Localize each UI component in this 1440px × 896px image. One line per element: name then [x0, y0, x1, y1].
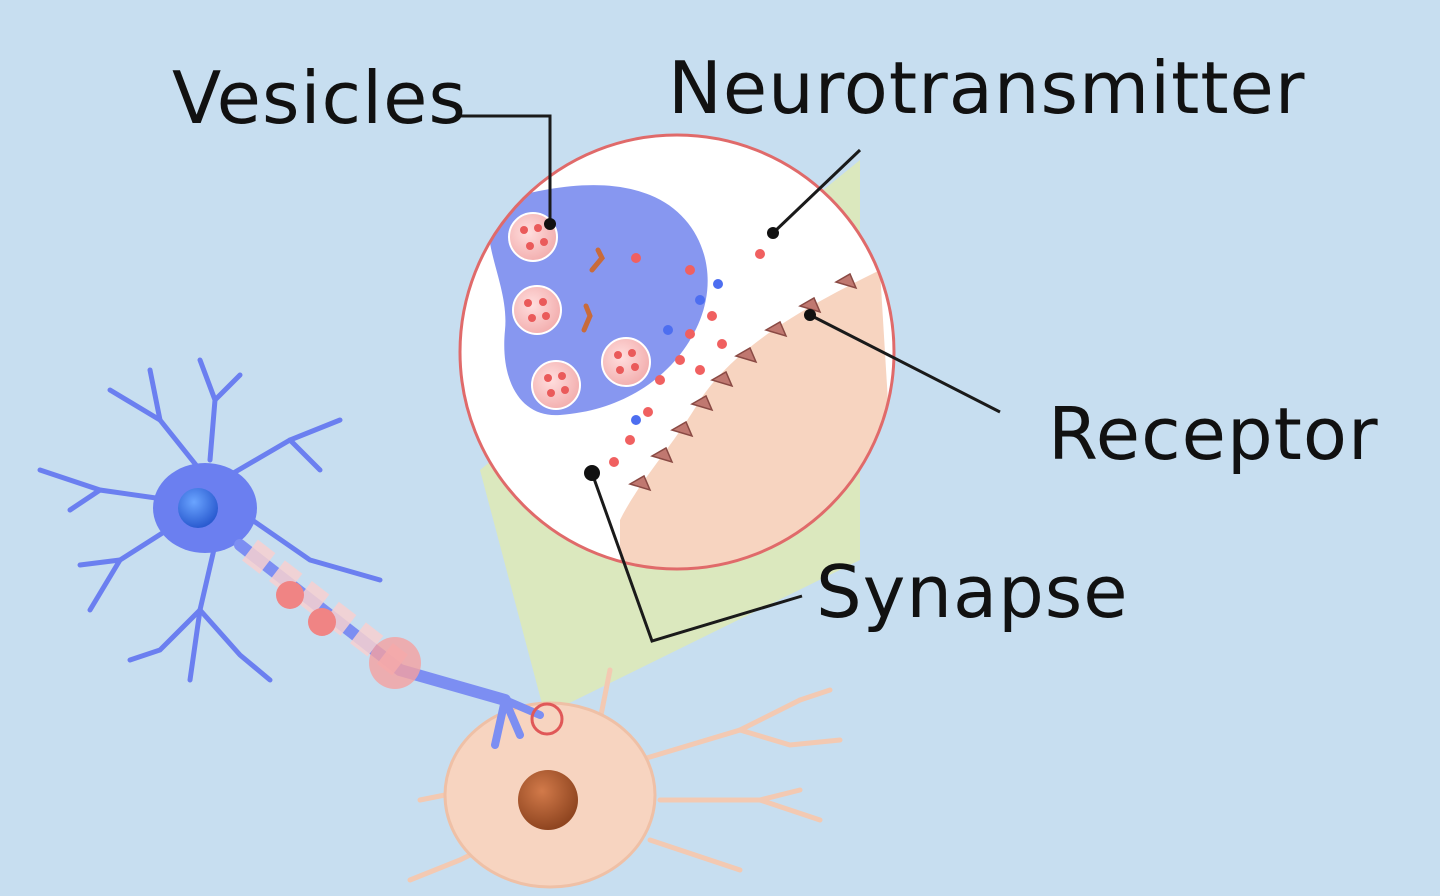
leader-dots: [544, 218, 816, 481]
vesicles-label: Vesicles: [172, 56, 467, 140]
postsynaptic-nucleus: [518, 770, 578, 830]
receptor-leader: [809, 313, 1001, 414]
magnifier-border: [458, 133, 896, 571]
vesicles-leader: [460, 114, 552, 222]
leader-lines: [460, 114, 1001, 643]
synapse-highlight: [530, 702, 564, 736]
presynaptic-nucleus: [178, 488, 218, 528]
neurotransmitter-label: Neurotransmitter: [668, 46, 1306, 130]
synapse-leader: [590, 472, 803, 643]
neurotransmitter-leader: [771, 148, 862, 235]
receptor-label: Receptor: [1048, 392, 1379, 476]
neurotransmitter-molecules: [609, 249, 765, 467]
receptors: [628, 272, 858, 492]
synapse-label: Synapse: [816, 550, 1129, 634]
vesicles-group: [508, 212, 651, 410]
presynaptic-dendrites: [37, 357, 383, 683]
axon: [234, 539, 544, 749]
